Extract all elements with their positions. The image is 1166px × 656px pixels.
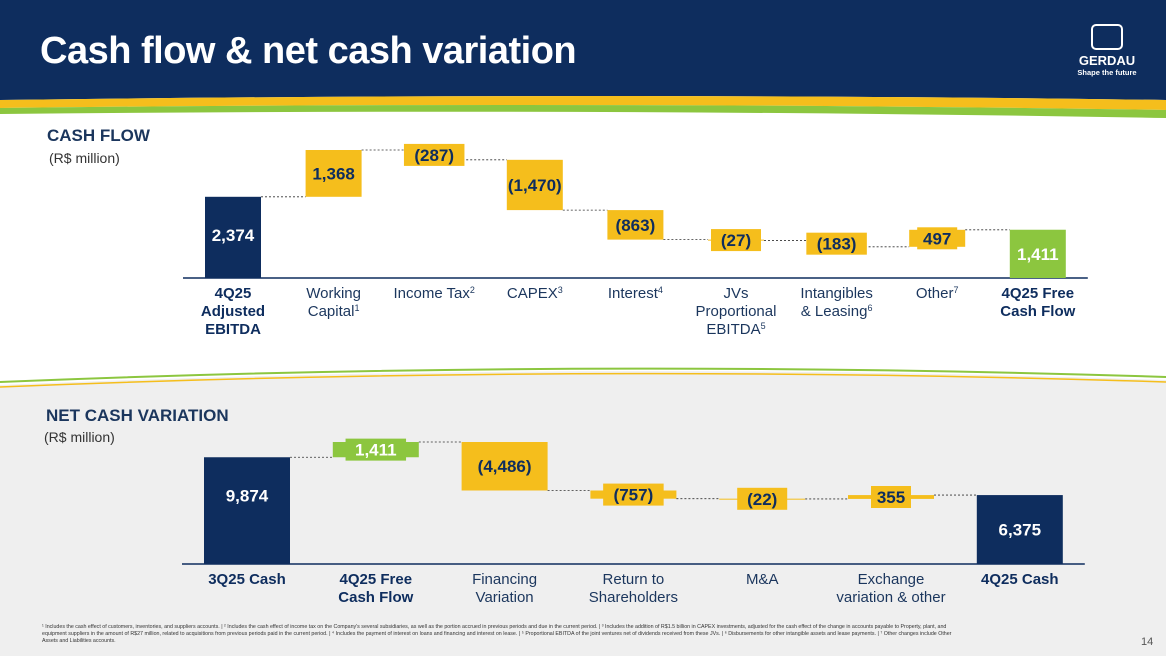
header-banner [0,0,1166,118]
category-label: 3Q25 Cash [208,571,286,588]
footnotes: ¹ Includes the cash effect of customers,… [42,624,952,644]
page-number: 14 [1141,636,1154,648]
value-label-box [345,438,407,461]
category-label: M&A [746,571,779,588]
value-label-box [871,486,911,508]
value-label: 1,411 [1017,245,1059,264]
value-label-box [737,487,788,510]
category-label: CAPEX3 [507,285,563,302]
value-label-box [806,232,867,255]
value-label: (22) [747,490,777,509]
gerdau-logo-icon [1091,24,1123,50]
value-label: 1,368 [312,164,355,183]
waterfall-bar [204,457,290,564]
gerdau-logo: GERDAU Shape the future [1074,24,1140,77]
cash-flow-unit: (R$ million) [49,150,120,166]
value-label: (863) [616,216,656,235]
value-label: 6,375 [999,521,1042,540]
waterfall-bar [305,150,362,197]
value-label: 1,411 [355,441,397,460]
logo-tagline: Shape the future [1077,68,1137,77]
net-cash-unit: (R$ million) [44,429,115,445]
value-label: (1,470) [508,176,562,195]
waterfall-bar [506,159,563,211]
waterfall-bar [1009,229,1066,278]
section-divider [0,367,1166,400]
value-label: (287) [414,146,454,165]
value-label-box [403,143,465,166]
logo-name: GERDAU [1078,53,1136,68]
category-label: Other7 [916,285,959,302]
category-label: Interest4 [608,285,663,302]
cash-flow-title: CASH FLOW [47,126,150,145]
net-cash-title: NET CASH VARIATION [46,406,229,425]
waterfall-bar [461,442,548,491]
value-label: (4,486) [478,457,532,476]
waterfall-bar [976,495,1063,564]
value-label-box [917,227,958,250]
value-label: (27) [721,231,751,250]
net-cash-background [0,385,1166,656]
waterfall-bar [205,196,261,278]
value-label: 2,374 [212,226,255,245]
value-label: (757) [614,486,654,505]
page-title: Cash flow & net cash variation [40,30,577,72]
value-label-box [603,483,664,506]
category-label: 4Q25 Cash [981,571,1059,588]
category-label: Intangibles& Leasing6 [800,285,873,320]
value-label: 355 [877,488,905,507]
value-label: 9,874 [226,486,269,505]
value-label: 497 [923,229,951,248]
category-label: Income Tax2 [393,285,474,302]
value-label: (183) [817,235,857,254]
value-label-box [711,229,761,252]
waterfall-bar [607,210,664,240]
